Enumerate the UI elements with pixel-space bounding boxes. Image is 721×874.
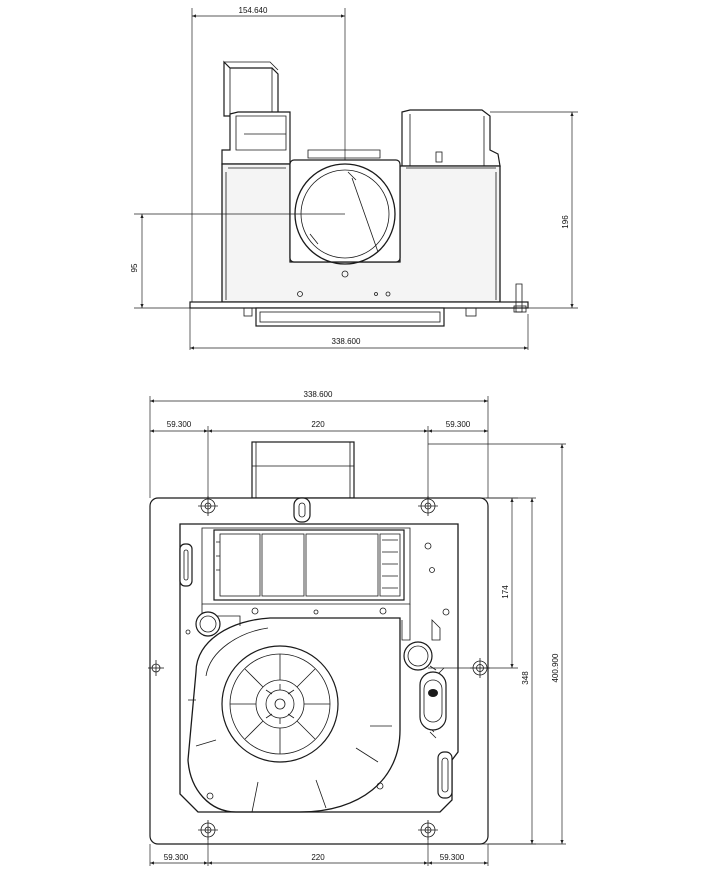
electrical-box — [185, 527, 435, 641]
dim-95: 95 — [130, 213, 345, 309]
dim-right: 174 348 400.900 — [428, 443, 566, 845]
dim-label-top-left: 59.300 — [167, 420, 192, 429]
duct-collar — [251, 441, 355, 499]
dim-side-width: 338.600 — [189, 308, 529, 350]
dim-label-400-900: 400.900 — [551, 653, 560, 682]
side-view: 154.640 — [130, 6, 578, 350]
dim-label-196: 196 — [561, 215, 570, 229]
blower-scroll — [187, 617, 401, 813]
base-plate — [189, 283, 529, 327]
inner-housing — [179, 523, 459, 813]
housing-upper — [221, 109, 501, 167]
right-slot — [437, 751, 453, 799]
dim-label-bottom-right: 59.300 — [440, 853, 465, 862]
port-right — [403, 641, 433, 671]
dim-label-top-mid: 220 — [311, 420, 325, 429]
dim-196: 196 — [490, 111, 578, 309]
dim-label-side-width: 338.600 — [332, 337, 361, 346]
dim-label-95: 95 — [130, 263, 139, 272]
dim-bottom: 59.300 220 59.300 — [149, 838, 489, 866]
dim-label-top-total: 338.600 — [304, 390, 333, 399]
dim-label-348: 348 — [521, 671, 530, 685]
hanger-slot-top — [293, 497, 311, 523]
dim-label-174: 174 — [501, 585, 510, 599]
dim-label-bottom-left: 59.300 — [164, 853, 189, 862]
bottom-view: 338.600 59.300 220 59.300 — [148, 390, 566, 866]
pull-cord — [419, 665, 447, 739]
dim-top-total: 338.600 — [149, 390, 489, 498]
impeller — [221, 645, 339, 763]
left-slot — [179, 543, 193, 587]
boss-left — [195, 611, 221, 637]
left-duct — [223, 60, 279, 117]
dim-top-segments: 59.300 220 59.300 — [150, 420, 488, 506]
bottom-holes — [206, 608, 450, 800]
dim-label-154-640: 154.640 — [239, 6, 268, 15]
dim-label-bottom-mid: 220 — [311, 853, 325, 862]
dim-label-top-right: 59.300 — [446, 420, 471, 429]
